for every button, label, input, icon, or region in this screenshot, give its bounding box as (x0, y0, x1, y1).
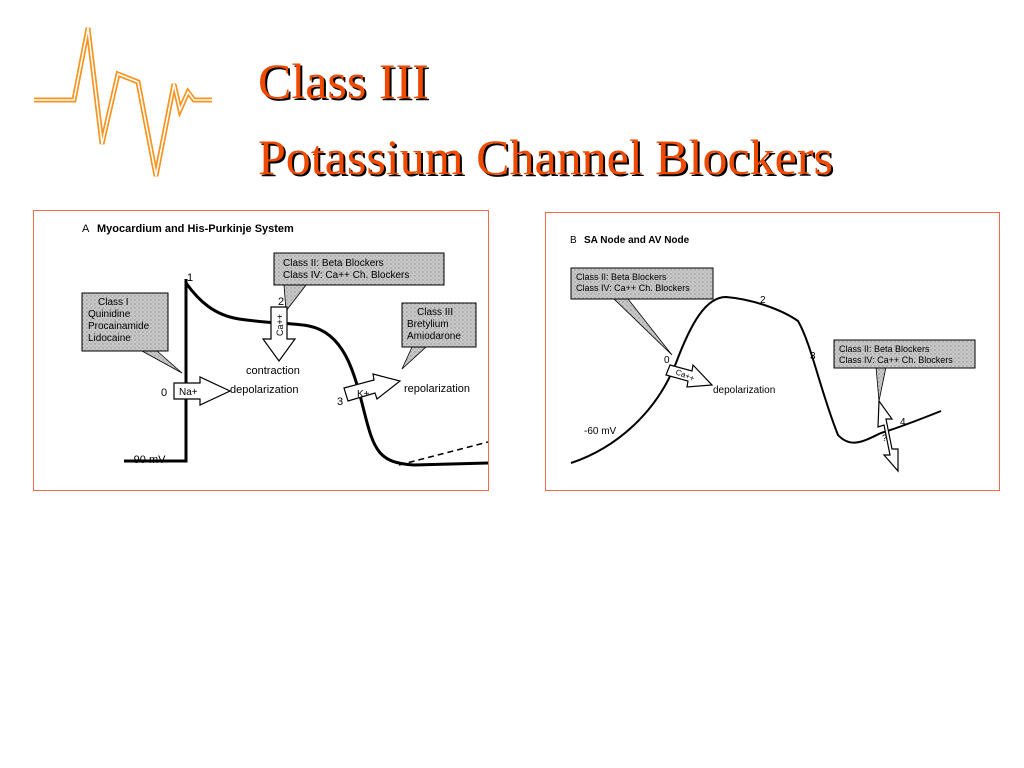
repolarization-label: repolarization (404, 383, 470, 395)
right-class-ii-label: Class II: Beta Blockers (839, 344, 930, 354)
title-line-2: Potassium Channel Blockers (258, 129, 833, 185)
class-iii-callout: Class III Bretylium Amiodarone (401, 302, 477, 370)
class-ii-label: Class II: Beta Blockers (283, 258, 384, 269)
phase-1-label: 1 (187, 272, 193, 284)
phase-0-label-b: 0 (664, 355, 670, 366)
depolarization-label-b: depolarization (713, 385, 775, 396)
right-class-ii-iv-callout: Class II: Beta Blockers Class IV: Ca++ C… (833, 339, 976, 402)
ecg-waveform-icon (34, 27, 212, 177)
panel-myocardium-diagram: A Myocardium and His-Purkinje System Cla… (33, 210, 489, 491)
phase-0-label: 0 (161, 387, 167, 399)
class-iii-drug-1: Bretylium (407, 319, 449, 330)
left-class-ii-label: Class II: Beta Blockers (576, 272, 667, 282)
panel-b-letter: B (570, 235, 577, 246)
potassium-label: K+ (357, 389, 370, 400)
panel-b-title: SA Node and AV Node (584, 235, 690, 246)
class-i-drug-1: Quinidine (88, 309, 131, 320)
phase-3-label-b: 3 (810, 351, 816, 362)
bidirectional-arrow-icon: ? (877, 399, 899, 473)
right-class-iv-label: Class IV: Ca++ Ch. Blockers (839, 355, 953, 365)
phase-4-label-b: 4 (900, 417, 906, 428)
class-iv-label: Class IV: Ca++ Ch. Blockers (283, 270, 409, 281)
panel-sa-av-node-diagram: B SA Node and AV Node Class II: Beta Blo… (545, 212, 1000, 491)
panel-a-letter: A (82, 223, 90, 235)
class-i-label: Class I (98, 297, 129, 308)
left-class-iv-label: Class IV: Ca++ Ch. Blockers (576, 283, 690, 293)
sodium-label: Na+ (179, 387, 198, 398)
contraction-label: contraction (246, 365, 300, 377)
class-i-callout: Class I Quinidine Procainamide Lidocaine (81, 292, 183, 374)
action-potential-curve (124, 279, 489, 467)
panel-a-title: Myocardium and His-Purkinje System (97, 223, 294, 235)
class-iii-drug-2: Amiodarone (407, 331, 461, 342)
calcium-arrow-icon: Ca++ (261, 306, 297, 363)
class-ii-iv-callout: Class II: Beta Blockers Class IV: Ca++ C… (273, 252, 445, 313)
calcium-arrow-icon: Ca++ (665, 363, 714, 388)
depolarization-label: depolarization (230, 384, 299, 396)
pacemaker-potential-curve (570, 295, 942, 464)
left-class-ii-iv-callout: Class II: Beta Blockers Class IV: Ca++ C… (570, 267, 714, 356)
calcium-label: Ca++ (275, 314, 285, 336)
class-i-drug-3: Lidocaine (88, 333, 131, 344)
resting-potential-label: -90 mV (130, 454, 166, 466)
potassium-arrow-icon: K+ (343, 373, 402, 402)
class-iii-label: Class III (417, 307, 453, 318)
sodium-arrow-icon: Na+ (173, 376, 232, 406)
phase-2-label-b: 2 (760, 295, 766, 306)
phase-3-label: 3 (337, 396, 343, 408)
question-label: ? (882, 433, 887, 443)
title-line-1: Class III (258, 53, 429, 109)
phase-2-label: 2 (278, 296, 284, 308)
resting-potential-label-b: -60 mV (584, 426, 617, 437)
class-i-drug-2: Procainamide (88, 321, 150, 332)
